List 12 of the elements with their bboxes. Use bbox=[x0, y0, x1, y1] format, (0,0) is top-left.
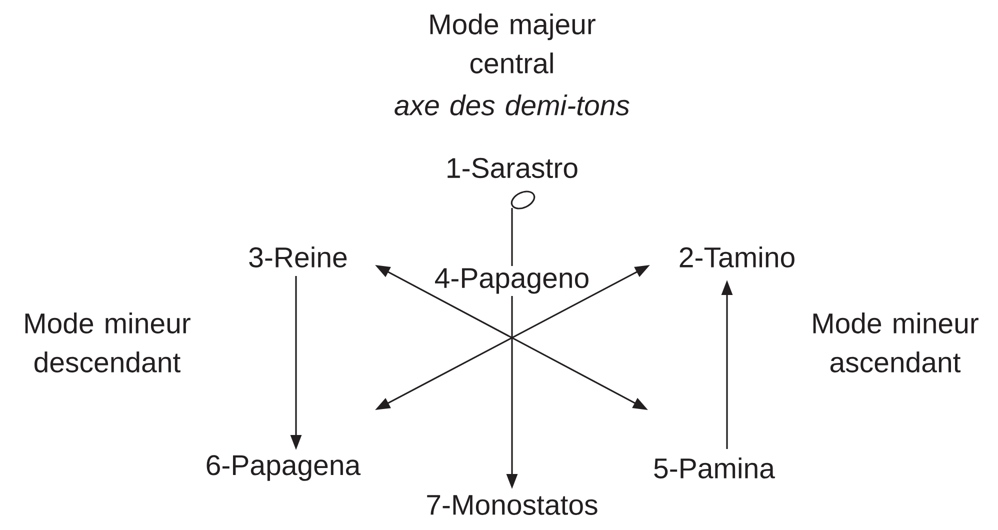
node-label: 7-Monostatos bbox=[427, 495, 598, 515]
heading: Mode majeur central bbox=[430, 14, 596, 74]
node-label: 6-Papagena bbox=[206, 455, 361, 481]
heading: Mode mineur descendant bbox=[25, 312, 190, 372]
note-head bbox=[510, 190, 536, 210]
node-label: 2-Tamino bbox=[680, 246, 794, 268]
heading: axe des demi-tons bbox=[394, 94, 630, 116]
node-label: 3-Reine bbox=[249, 246, 347, 268]
node-label: 4-Papageno bbox=[435, 268, 588, 294]
heading: Mode mineur ascendant bbox=[813, 312, 978, 372]
node-label: 5-Pamina bbox=[654, 458, 775, 478]
node-label: 1-Sarastro bbox=[448, 158, 578, 178]
